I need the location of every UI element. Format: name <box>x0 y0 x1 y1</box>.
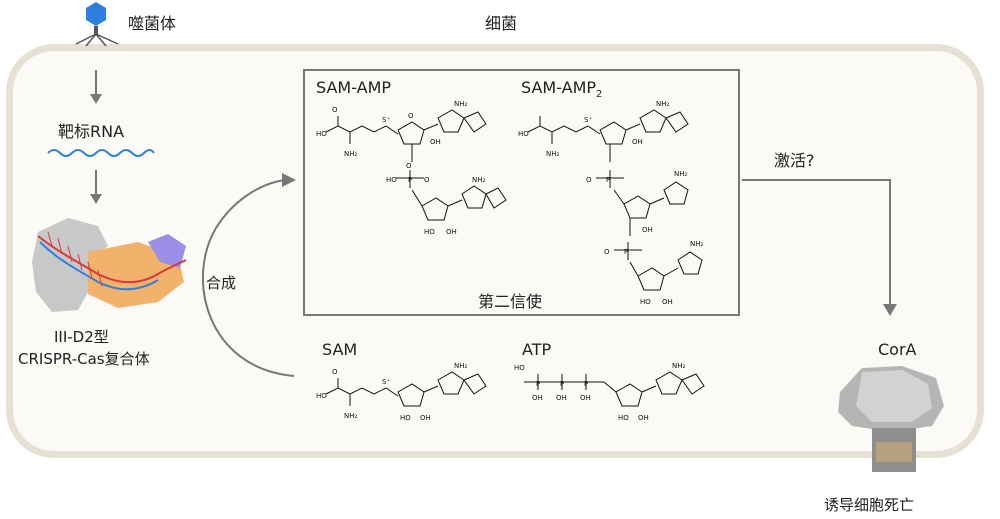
synthesis-arrow <box>202 173 296 377</box>
svg-text:O: O <box>408 112 414 120</box>
second-messenger-box <box>303 69 740 316</box>
svg-text:NH₂: NH₂ <box>546 150 560 158</box>
synthesis-label: 合成 <box>206 274 237 292</box>
sam-amp-label: SAM-AMP <box>316 78 392 97</box>
complex-label-line1: III-D2型 <box>54 328 109 346</box>
svg-text:O: O <box>332 368 338 376</box>
sam-amp2-structure: HO NH₂ S⁺ NH₂ P O OH NH₂ OH P O NH₂ HO OH <box>518 100 704 306</box>
activation-arrow <box>742 179 897 316</box>
arrow-phage-to-rna <box>90 70 102 104</box>
sam-structure: HO O NH₂ S⁺ NH₂ HO OH <box>316 362 487 422</box>
svg-text:HO: HO <box>386 176 397 184</box>
atp-label: ATP <box>522 340 552 359</box>
sam-label: SAM <box>322 340 358 359</box>
svg-text:NH₂: NH₂ <box>690 240 704 248</box>
svg-text:P: P <box>408 176 412 184</box>
svg-text:OH: OH <box>532 394 543 402</box>
svg-text:HO: HO <box>316 130 327 138</box>
phage-label: 噬菌体 <box>128 14 177 33</box>
svg-text:NH₂: NH₂ <box>472 176 486 184</box>
svg-text:NH₂: NH₂ <box>344 412 358 420</box>
phage-icon <box>75 2 119 47</box>
second-messenger-label: 第二信使 <box>478 292 543 311</box>
svg-text:O: O <box>604 248 610 256</box>
svg-text:NH₂: NH₂ <box>454 100 468 108</box>
svg-text:HO: HO <box>424 228 435 236</box>
crispr-complex-icon <box>32 218 187 312</box>
svg-text:P: P <box>536 380 540 388</box>
bacteria-label: 细菌 <box>485 14 518 33</box>
svg-text:S⁺: S⁺ <box>584 116 592 124</box>
svg-text:P: P <box>584 380 588 388</box>
sam-amp2-label: SAM-AMP2 <box>521 78 603 101</box>
svg-text:P: P <box>624 248 628 256</box>
activation-label: 激活? <box>774 151 815 170</box>
cora-label: CorA <box>878 340 917 359</box>
svg-text:NH₂: NH₂ <box>672 362 686 370</box>
svg-text:OH: OH <box>638 414 649 422</box>
rna-wave-icon <box>47 149 155 157</box>
svg-text:P: P <box>606 176 610 184</box>
svg-text:S⁺: S⁺ <box>382 378 390 386</box>
svg-text:O: O <box>424 176 430 184</box>
svg-text:OH: OH <box>580 394 591 402</box>
svg-text:HO: HO <box>640 298 651 306</box>
svg-text:P: P <box>560 380 564 388</box>
svg-text:NH₂: NH₂ <box>344 150 358 158</box>
svg-text:HO: HO <box>400 414 411 422</box>
cora-protein-icon <box>838 366 944 472</box>
svg-text:O: O <box>332 106 338 114</box>
svg-text:OH: OH <box>662 298 673 306</box>
target-rna-label: 靶标RNA <box>58 122 125 141</box>
svg-text:OH: OH <box>642 226 653 234</box>
svg-text:OH: OH <box>632 138 643 146</box>
svg-text:NH₂: NH₂ <box>656 100 670 108</box>
atp-structure: HO P P P OH OH OH NH₂ HO OH <box>514 362 705 422</box>
svg-text:HO: HO <box>316 392 327 400</box>
svg-text:S⁺: S⁺ <box>382 116 390 124</box>
arrow-rna-to-complex <box>90 170 102 204</box>
svg-text:HO: HO <box>518 130 529 138</box>
svg-text:HO: HO <box>514 364 525 372</box>
svg-text:OH: OH <box>556 394 567 402</box>
complex-label-line2: CRISPR-Cas复合体 <box>18 350 150 368</box>
svg-text:HO: HO <box>618 414 629 422</box>
svg-text:O: O <box>406 162 412 170</box>
svg-text:O: O <box>586 176 592 184</box>
cell-death-label: 诱导细胞死亡 <box>824 496 915 514</box>
svg-text:OH: OH <box>430 138 441 146</box>
svg-text:NH₂: NH₂ <box>454 362 468 370</box>
svg-text:OH: OH <box>420 414 431 422</box>
svg-text:OH: OH <box>446 228 457 236</box>
svg-text:NH₂: NH₂ <box>674 170 688 178</box>
